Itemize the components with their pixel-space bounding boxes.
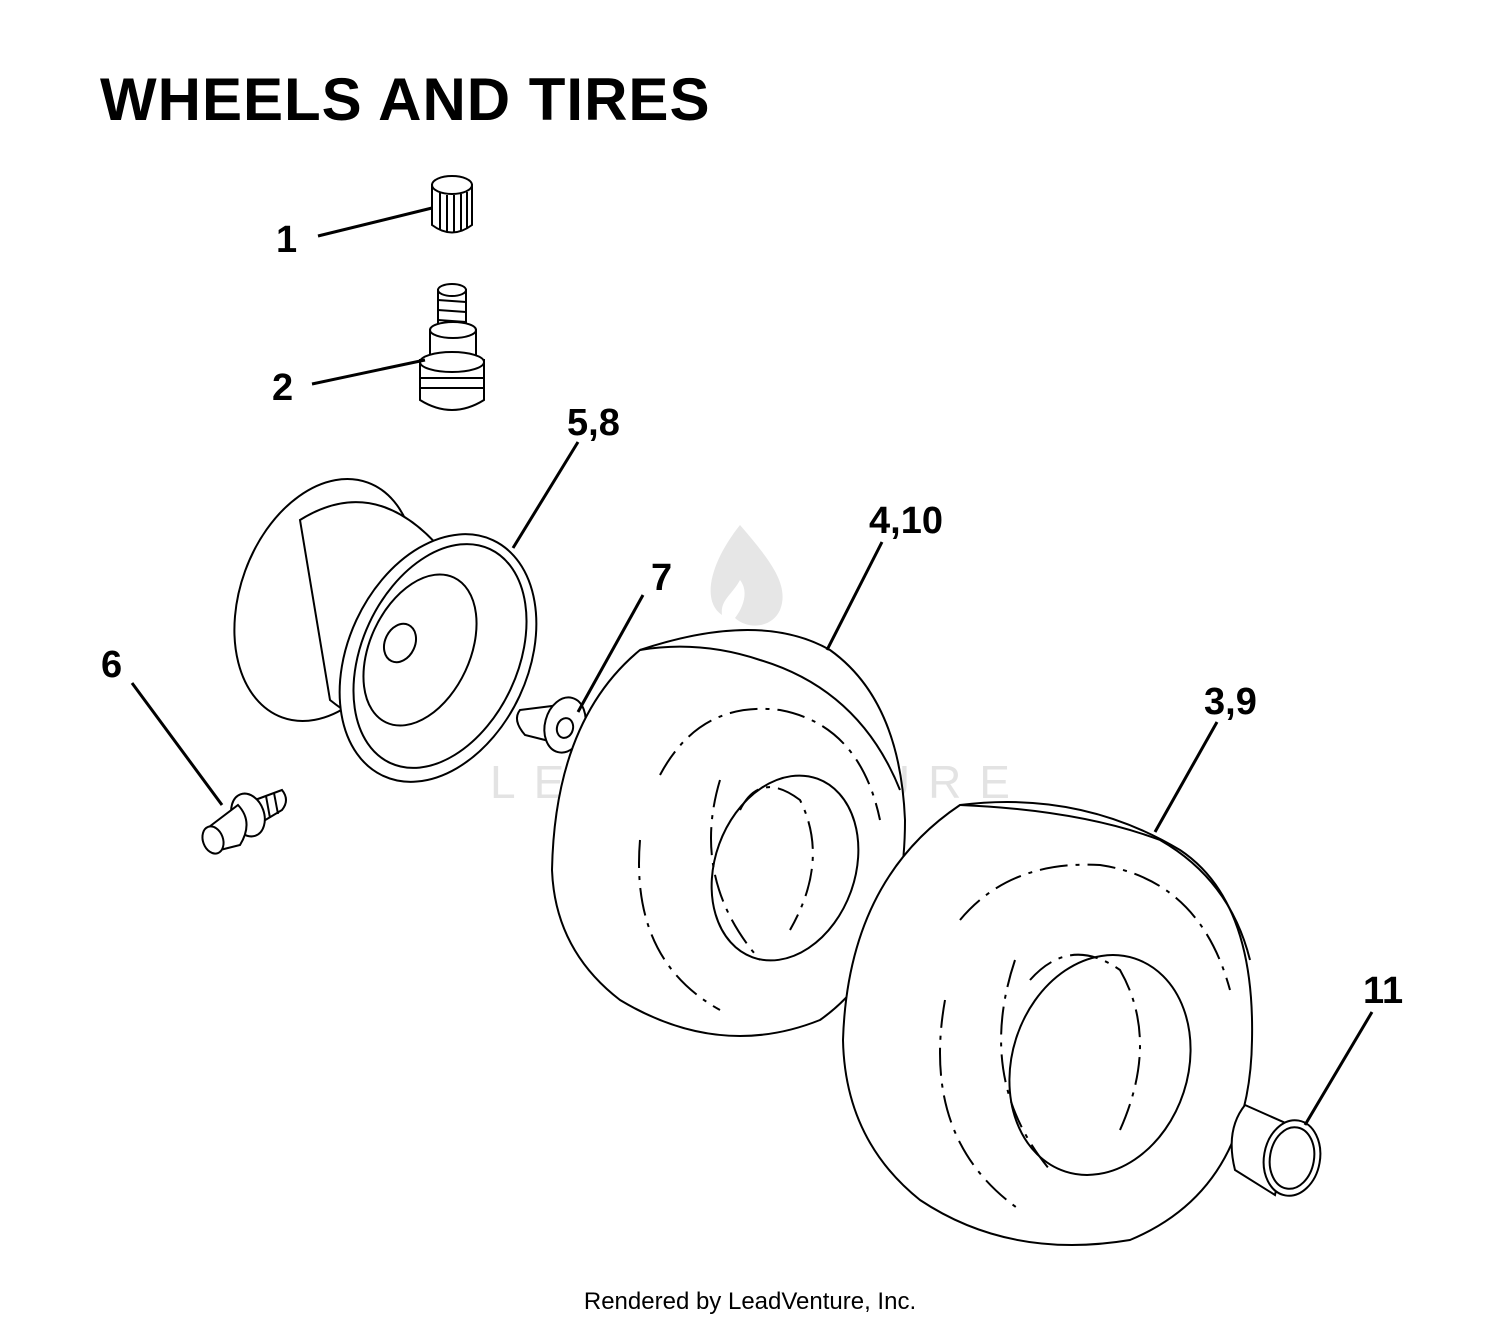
hub-cap (1230, 1103, 1322, 1197)
leader-line-11 (1303, 1011, 1374, 1126)
callout-11: 11 (1363, 970, 1403, 1012)
rear-tire (841, 801, 1254, 1246)
front-tire (550, 629, 907, 1037)
leader-line-7 (576, 594, 645, 713)
leader-line-3-9 (1153, 721, 1219, 833)
callout-6: 6 (101, 644, 122, 686)
callout-2: 2 (272, 367, 293, 409)
wheel-rim (233, 477, 538, 783)
leader-line-5-8 (511, 441, 580, 549)
callout-7: 7 (651, 557, 672, 599)
leader-line-6 (130, 682, 224, 806)
leader-line-2 (311, 358, 426, 386)
valve-stem (419, 283, 485, 411)
grease-fitting (201, 788, 287, 855)
callout-3-9: 3,9 (1204, 681, 1257, 723)
callout-4-10: 4,10 (869, 500, 943, 542)
footer-credit: Rendered by LeadVenture, Inc. (583, 1288, 917, 1315)
callout-1: 1 (276, 219, 297, 261)
leader-line-4-10 (825, 541, 884, 651)
page-title: WHEELS AND TIRES (100, 66, 711, 133)
callout-5-8: 5,8 (567, 402, 620, 444)
valve-cap (431, 175, 473, 234)
flame-watermark-icon (710, 525, 783, 626)
leader-line-1 (317, 206, 433, 238)
